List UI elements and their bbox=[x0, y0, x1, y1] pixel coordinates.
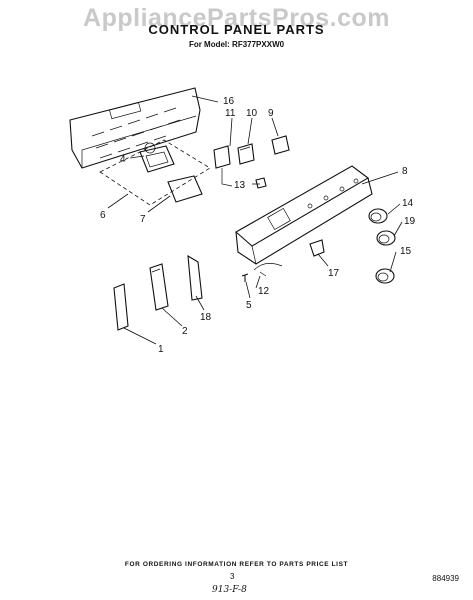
callout-14: 14 bbox=[402, 198, 414, 209]
watermark: AppliancePartsPros.com bbox=[83, 4, 390, 32]
part-switches bbox=[213, 135, 290, 189]
callout-4: 4 bbox=[120, 154, 126, 165]
callout-6: 6 bbox=[100, 210, 106, 221]
part-clock-module bbox=[139, 142, 175, 173]
callout-leader-lines bbox=[107, 95, 403, 345]
part-end-brackets bbox=[113, 254, 203, 331]
document-number: 884939 bbox=[432, 574, 459, 583]
callout-12: 12 bbox=[258, 286, 270, 297]
callout-13: 13 bbox=[234, 180, 246, 191]
part-clock-lens bbox=[167, 175, 203, 203]
page-number: 3 bbox=[230, 572, 235, 581]
callout-8: 8 bbox=[402, 166, 408, 177]
model-line: For Model: RF377PXXW0 bbox=[188, 40, 285, 49]
callout-1: 1 bbox=[158, 344, 164, 355]
callout-11: 11 bbox=[225, 108, 236, 119]
callout-2: 2 bbox=[182, 326, 188, 337]
callout-16: 16 bbox=[223, 96, 235, 107]
part-control-panel bbox=[235, 165, 373, 265]
part-console-back-panel bbox=[69, 87, 201, 169]
callout-17: 17 bbox=[328, 268, 340, 279]
callout-19: 19 bbox=[404, 216, 416, 227]
handwritten-note: 913-F-8 bbox=[212, 585, 247, 595]
callout-10: 10 bbox=[246, 108, 258, 119]
callout-7: 7 bbox=[140, 214, 146, 225]
callout-15: 15 bbox=[400, 246, 412, 257]
part-indicator-light bbox=[309, 239, 325, 257]
callout-18: 18 bbox=[200, 312, 212, 323]
callout-5: 5 bbox=[246, 300, 252, 311]
part-wire-and-screw bbox=[241, 263, 283, 282]
ordering-note: FOR ORDERING INFORMATION REFER TO PARTS … bbox=[124, 561, 349, 568]
part-knobs bbox=[368, 208, 396, 284]
callout-9: 9 bbox=[268, 108, 274, 119]
page-title: CONTROL PANEL PARTS bbox=[148, 22, 325, 37]
